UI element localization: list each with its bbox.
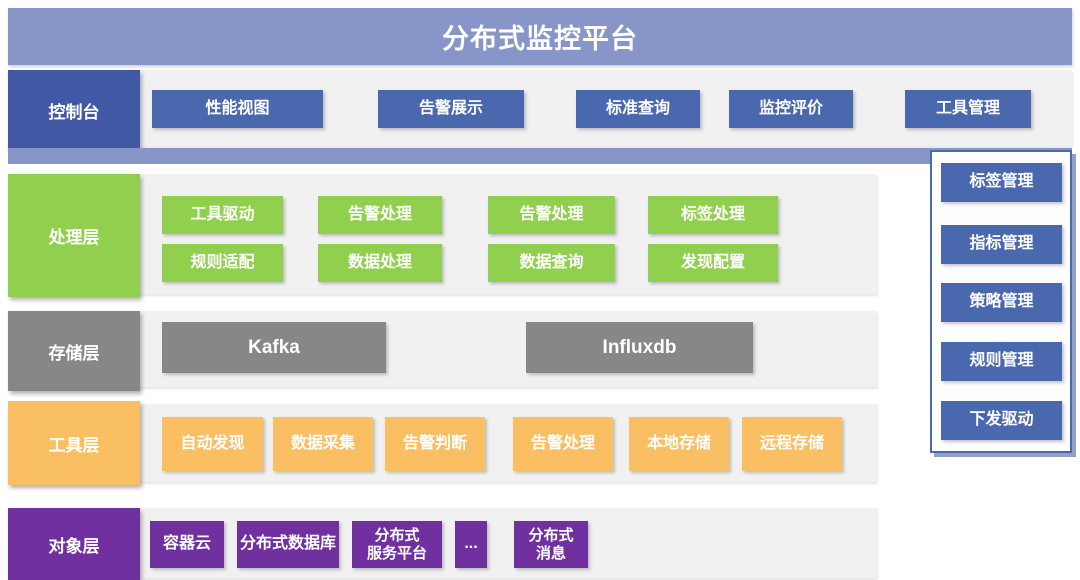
distributed-message-box: 分布式 消息: [514, 521, 588, 568]
tool-driver-box: 工具驱动: [162, 196, 283, 234]
console-layer-label: 控制台: [8, 70, 140, 150]
label-processing-box: 标签处理: [648, 196, 778, 234]
distributed-database-box: 分布式数据库: [237, 521, 339, 568]
diagram-header: 分布式监控平台: [8, 8, 1072, 65]
alarm-judgment-box: 告警判断: [385, 417, 485, 471]
tool-management-box: 工具管理: [905, 90, 1031, 128]
local-storage-box: 本地存储: [629, 417, 729, 471]
remote-storage-box: 远程存储: [742, 417, 842, 471]
data-collection-box: 数据采集: [273, 417, 373, 471]
standard-query-box: 标准查询: [576, 90, 700, 128]
monitoring-evaluation-box: 监控评价: [729, 90, 853, 128]
performance-view-box: 性能视图: [152, 90, 323, 128]
rule-adaptation-box: 规则适配: [162, 244, 283, 282]
kafka-box: Kafka: [162, 322, 386, 373]
metric-management-box: 指标管理: [941, 225, 1062, 264]
alarm-processing-box-1: 告警处理: [318, 196, 442, 234]
label-management-box: 标签管理: [941, 163, 1062, 202]
rule-management-box: 规则管理: [941, 342, 1062, 381]
distributed-service-platform-box: 分布式 服务平台: [352, 521, 442, 568]
ellipsis-box: ...: [455, 521, 487, 568]
auto-discovery-box: 自动发现: [162, 417, 263, 471]
separator-bar: [8, 148, 1072, 164]
storage-layer-label: 存储层: [8, 311, 140, 391]
processing-layer-label: 处理层: [8, 174, 140, 297]
influxdb-box: Influxdb: [526, 322, 753, 373]
management-panel: 标签管理 指标管理 策略管理 规则管理 下发驱动: [930, 150, 1072, 453]
dispatch-driver-box: 下发驱动: [941, 401, 1062, 440]
alarm-display-box: 告警展示: [378, 90, 524, 128]
data-query-box: 数据查询: [488, 244, 615, 282]
alarm-processing-tool-box: 告警处理: [513, 417, 613, 471]
data-processing-box: 数据处理: [318, 244, 442, 282]
container-cloud-box: 容器云: [150, 521, 224, 568]
alarm-processing-box-2: 告警处理: [488, 196, 615, 234]
policy-management-box: 策略管理: [941, 283, 1062, 322]
page-title: 分布式监控平台: [442, 24, 638, 54]
discovery-config-box: 发现配置: [648, 244, 778, 282]
tool-layer-label: 工具层: [8, 401, 140, 485]
object-layer-label: 对象层: [8, 508, 140, 580]
